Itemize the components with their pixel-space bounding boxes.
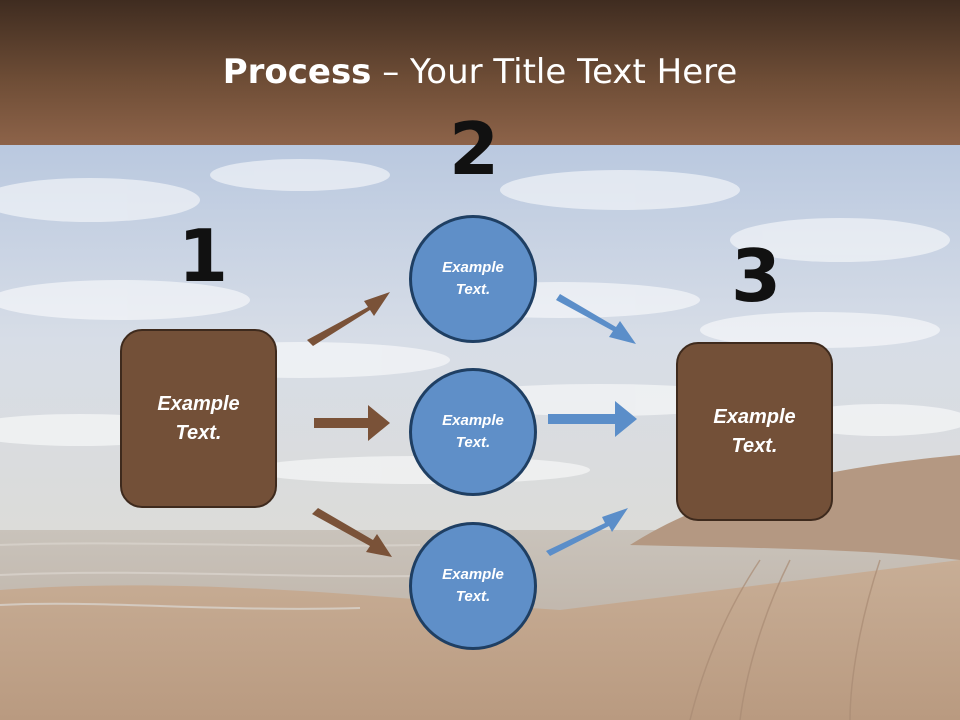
circle-middle-line2: Text.: [455, 434, 491, 451]
arrow-right-brown: [314, 405, 390, 441]
arrow-down-right-blue: [556, 294, 636, 344]
step-3-text-line2: Text.: [731, 434, 778, 457]
step-1-text-line1: Example: [157, 392, 240, 415]
circle-top-line2: Text.: [455, 281, 491, 298]
circle-top-line1: Example: [442, 258, 504, 276]
step-1-text-line2: Text.: [175, 421, 222, 444]
circle-middle-line1: Example: [442, 411, 504, 429]
title-bar: [0, 0, 960, 145]
slide-title: Process – Your Title Text Here: [0, 52, 960, 92]
arrow-down-right-brown: [312, 508, 392, 557]
arrow-up-right-blue: [546, 508, 628, 556]
step-number-2: 2: [449, 107, 500, 191]
circle-bottom-line2: Text.: [455, 588, 491, 605]
title-bold: Process: [222, 52, 372, 92]
step-number-1: 1: [178, 214, 229, 298]
step-number-3: 3: [731, 234, 782, 318]
circle-bottom-line1: Example: [442, 565, 504, 583]
title-rest: – Your Title Text Here: [371, 52, 738, 92]
step-3-text-line1: Example: [713, 405, 796, 428]
arrow-up-right-brown: [307, 292, 390, 346]
arrow-right-blue: [548, 401, 637, 437]
